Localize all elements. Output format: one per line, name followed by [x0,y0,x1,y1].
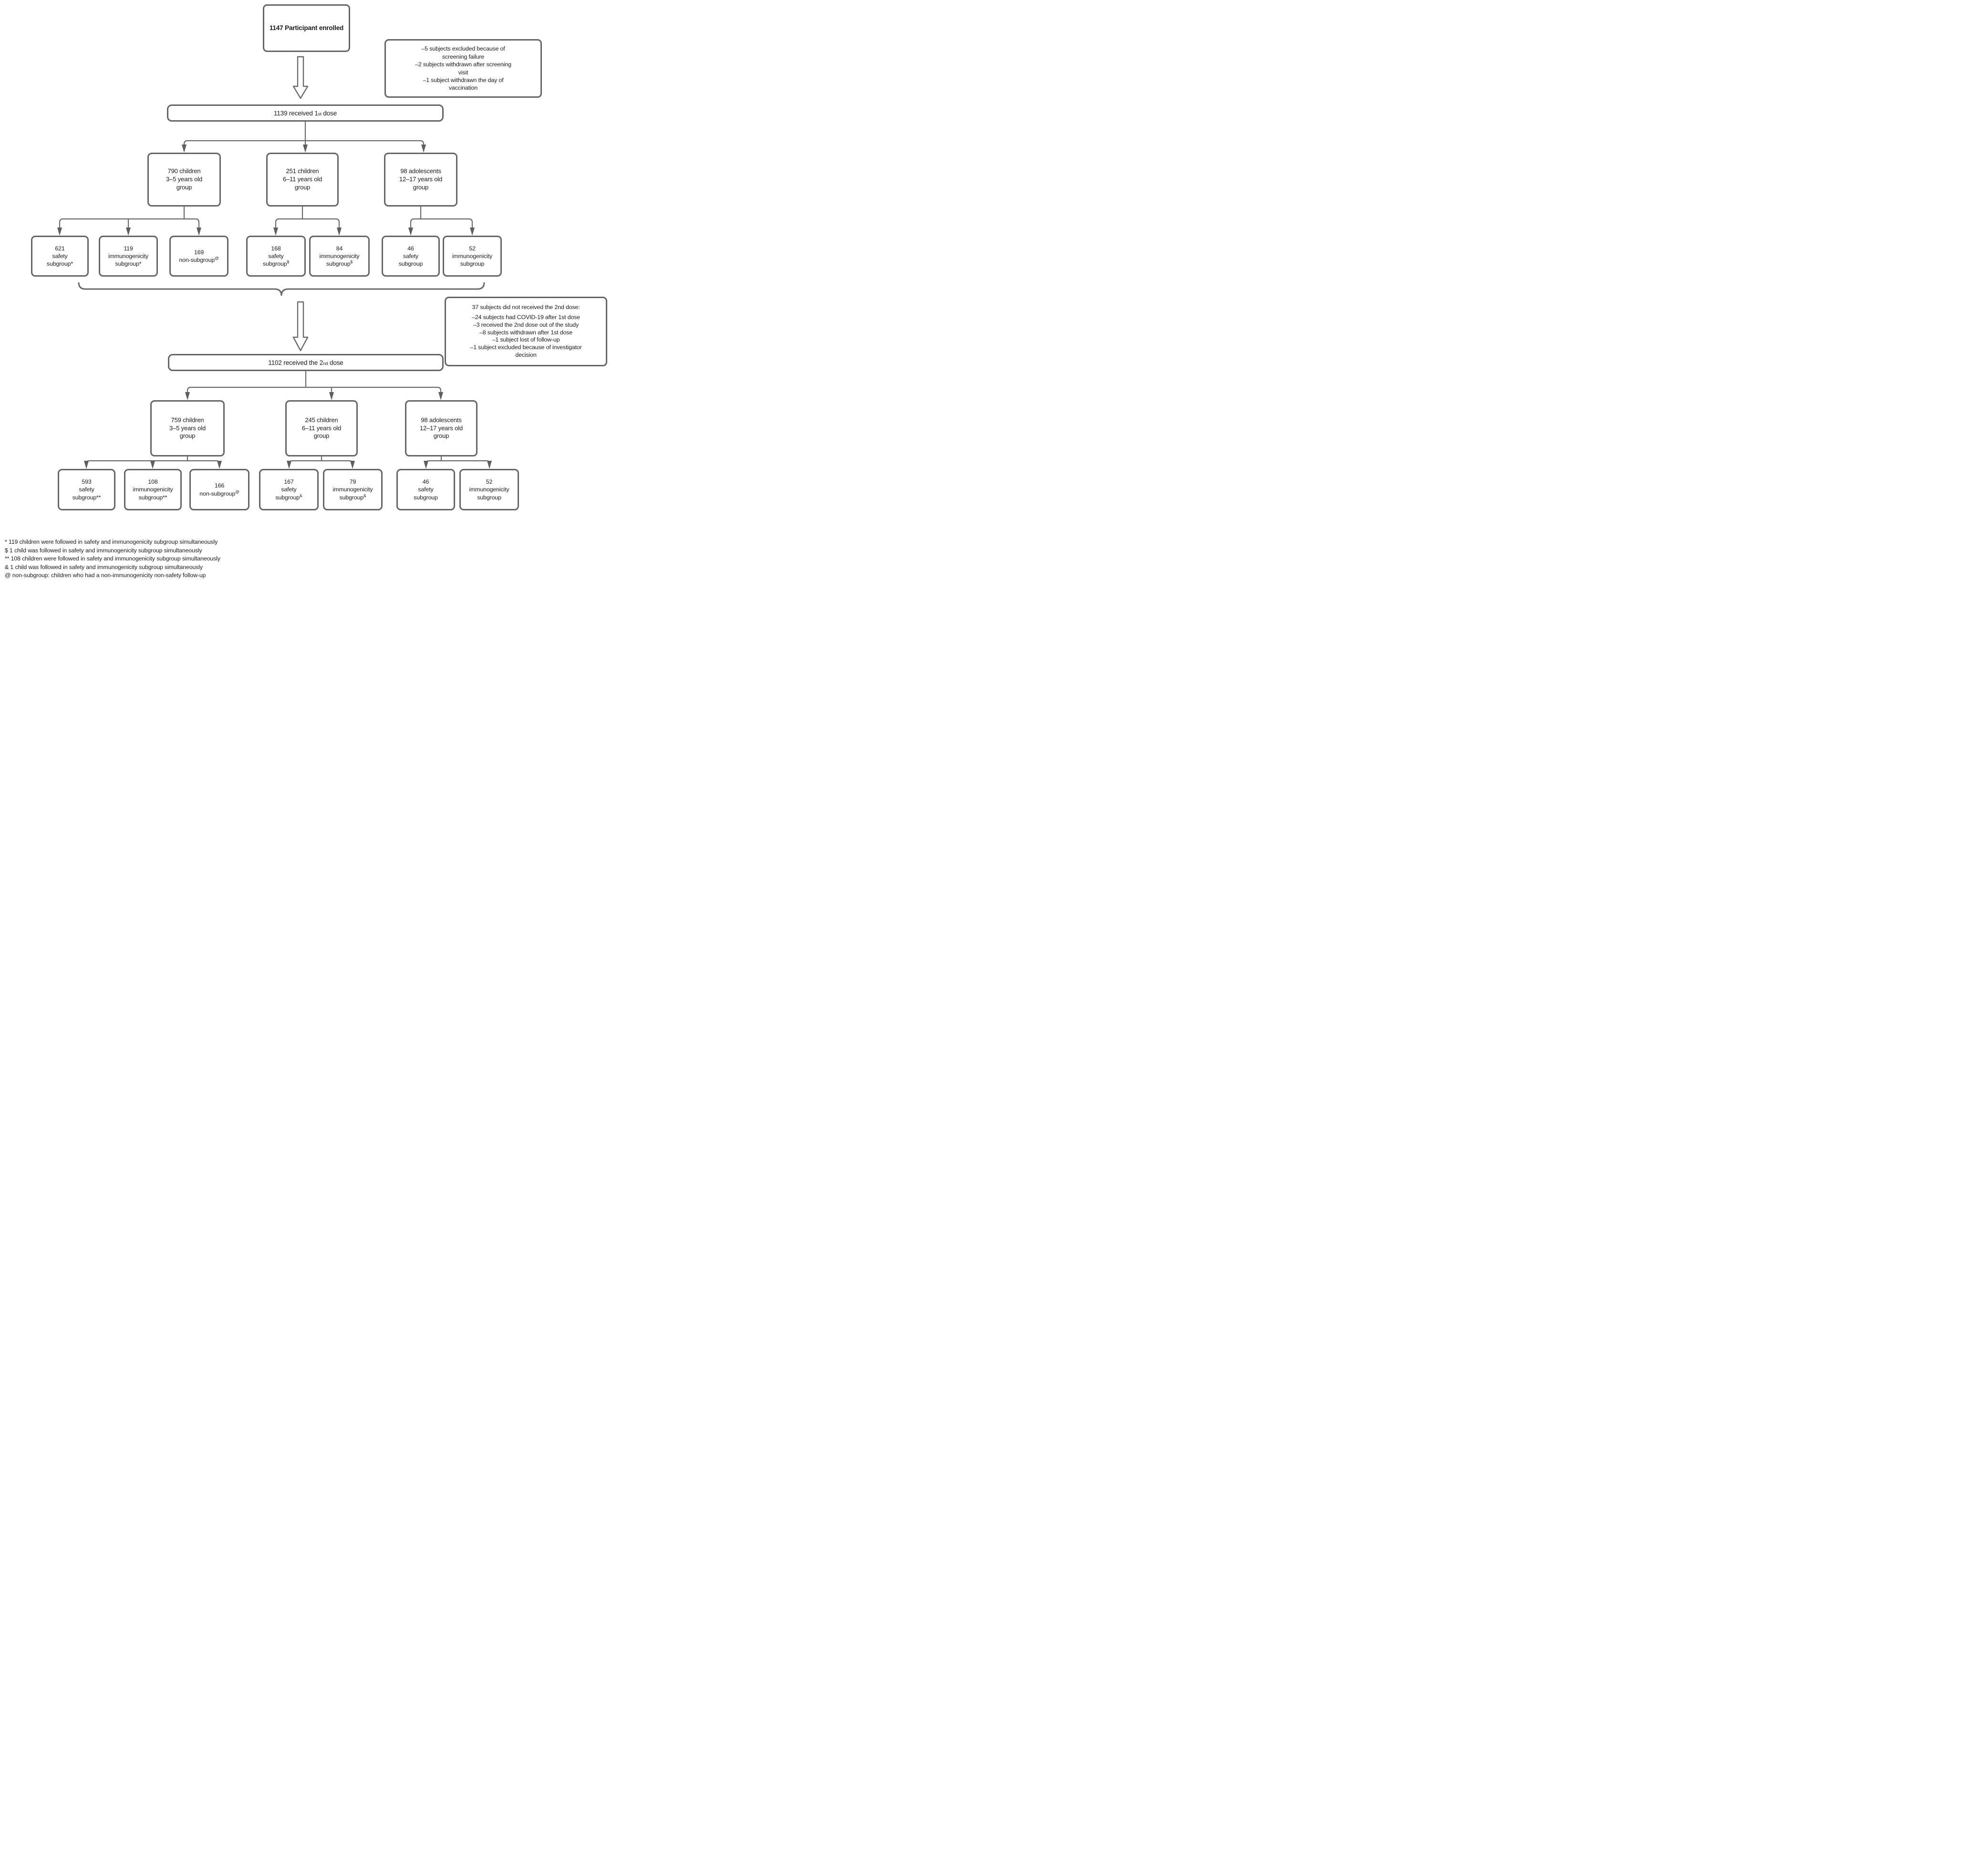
group-children-3-5: 790 children 3–5 years old group [147,153,221,207]
exclusion-item: –8 subjects withdrawn after 1st dose [479,329,573,336]
subgroup-box: 52 immunogenicity subgroup [443,236,502,277]
arrowheads [57,145,492,469]
subgroup-box: 119 immunogenicity subgroup* [99,236,158,277]
exclusion-item: –24 subjects had COVID-19 after 1st dose [472,313,580,321]
subgroup-box: 79 immunogenicity subgroup& [323,469,383,510]
subgroup-box: 46 safety subgroup [382,236,440,277]
group-children-6-11-dose2: 245 children 6–11 years old group [285,400,358,456]
footnote: ** 108 children were followed in safety … [5,555,220,562]
subgroup-box: 52 immunogenicity subgroup [459,469,519,510]
enrollment-flow-diagram: 1147 Participant enrolled –5 subjects ex… [0,0,611,584]
subgroup-box: 84 immunogenicity subgroup$ [309,236,370,277]
connector-layer [57,56,492,469]
connector-group1-subgroups [59,206,200,228]
exclusion-item: –2 subjects withdrawn after screening vi… [415,61,511,76]
exclusion-item: –3 received the 2nd dose out of the stud… [473,321,579,328]
exclusion-item: –1 subject lost of follow-up [492,336,560,343]
dose1-bar: 1139 received 1st dose [167,104,444,122]
enrolled-box: 1147 Participant enrolled [263,4,350,52]
dose1-exclusions-box: –5 subjects excluded because of screenin… [384,39,542,98]
connector-group2-subgroups [275,206,340,228]
dose2-exclusions-box: 37 subjects did not received the 2nd dos… [445,297,607,366]
flow-arrow-dose1 [292,56,309,99]
subgroup-box: 46 safety subgroup [396,469,455,510]
subgroup-box: 168 safety subgroup$ [246,236,306,277]
footnote: $ 1 child was followed in safety and imm… [5,547,202,554]
subgroup-box: 108 immunogenicity subgroup** [124,469,182,510]
group-adolescents-12-17: 98 adolescents 12–17 years old group [384,153,457,207]
brace [78,282,485,296]
footnotes: * 119 children were followed in safety a… [5,538,310,580]
subgroup-box: 169 non-subgroup@ [169,236,228,277]
dose2-exclusions-title: 37 subjects did not received the 2nd dos… [472,303,580,311]
dose2-label: 1102 received the 2nd dose [268,359,343,366]
group-children-3-5-dose2: 759 children 3–5 years old group [150,400,225,456]
exclusion-item: –5 subjects excluded because of screenin… [421,45,505,60]
subgroup-box: 621 safety subgroup* [31,236,89,277]
footnote: * 119 children were followed in safety a… [5,539,218,545]
subgroup-box: 167 safety subgroup& [259,469,319,510]
enrolled-label: 1147 Participant enrolled [269,24,344,31]
subgroup-box: 593 safety subgroup** [58,469,115,510]
connector-group6-subgroups [425,456,490,465]
connector-dose2-groups [187,370,442,393]
connector-group5-subgroups [288,456,353,465]
group-children-6-11: 251 children 6–11 years old group [266,153,339,207]
footnote: @ non-subgroup: children who had a non-i… [5,572,206,579]
exclusion-item: –1 subject excluded because of investiga… [470,344,582,359]
dose2-bar: 1102 received the 2nd dose [168,354,444,371]
footnote: & 1 child was followed in safety and imm… [5,563,203,570]
dose1-label: 1139 received 1st dose [273,109,337,117]
connector-group3-subgroups [410,206,473,228]
group-adolescents-12-17-dose2: 98 adolescents 12–17 years old group [405,400,478,456]
subgroup-box: 166 non-subgroup@ [189,469,249,510]
connector-dose1-groups [183,121,425,145]
flow-arrow-dose2 [292,301,309,352]
exclusion-item: –1 subject withdrawn the day of vaccinat… [423,76,504,92]
